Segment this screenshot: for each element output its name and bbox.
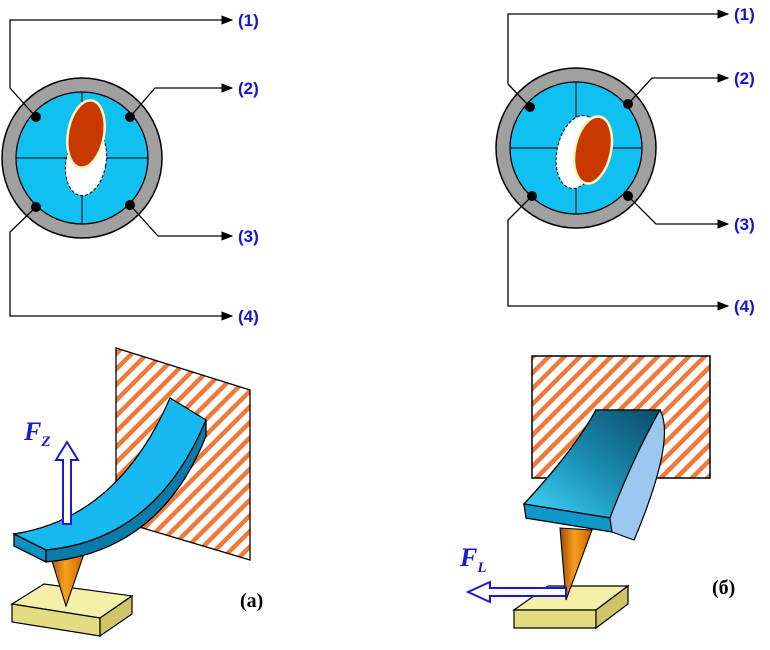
label-4-a: (4) (238, 307, 259, 326)
label-2-a: (2) (238, 79, 259, 98)
label-1-b: (1) (734, 5, 755, 24)
laser-spot-b (572, 115, 614, 185)
lead-wire-4-a (9, 206, 234, 321)
label-3-a: (3) (238, 227, 259, 246)
force-arrow-fz (54, 440, 80, 525)
lead-wire-1-a (9, 15, 234, 118)
sample-a (10, 583, 134, 638)
cantilever-assembly-b: FL (459, 355, 711, 630)
photodetector-a (1, 77, 163, 239)
laser-spot-a (66, 99, 106, 169)
label-2-b: (2) (734, 69, 755, 88)
force-label-fz: FZ (23, 417, 51, 450)
label-1-a: (1) (238, 11, 259, 30)
lead-wire-4-b (507, 195, 730, 311)
force-arrow-fl (465, 580, 567, 604)
figure-b: (1) (2) (3) (4) (459, 5, 755, 630)
lead-wire-2-a (129, 83, 234, 118)
lead-wire-2-b (627, 73, 730, 105)
lead-wire-1-b (507, 9, 730, 108)
cantilever-beam-b (522, 408, 666, 541)
cantilever-beam-a (11, 397, 207, 564)
cantilever-assembly-a: FZ (10, 347, 251, 638)
lead-wire-3-b (627, 195, 730, 229)
label-4-b: (4) (734, 297, 755, 316)
probe-tip-b (559, 527, 593, 601)
lead-wire-3-a (129, 204, 234, 241)
caption-b: (б) (712, 577, 735, 599)
force-label-fl: FL (459, 543, 487, 576)
caption-a: (а) (240, 590, 263, 612)
label-3-b: (3) (734, 215, 755, 234)
figure-a: (1) (2) (3) (4) (1, 11, 263, 638)
photodetector-b (495, 67, 657, 229)
